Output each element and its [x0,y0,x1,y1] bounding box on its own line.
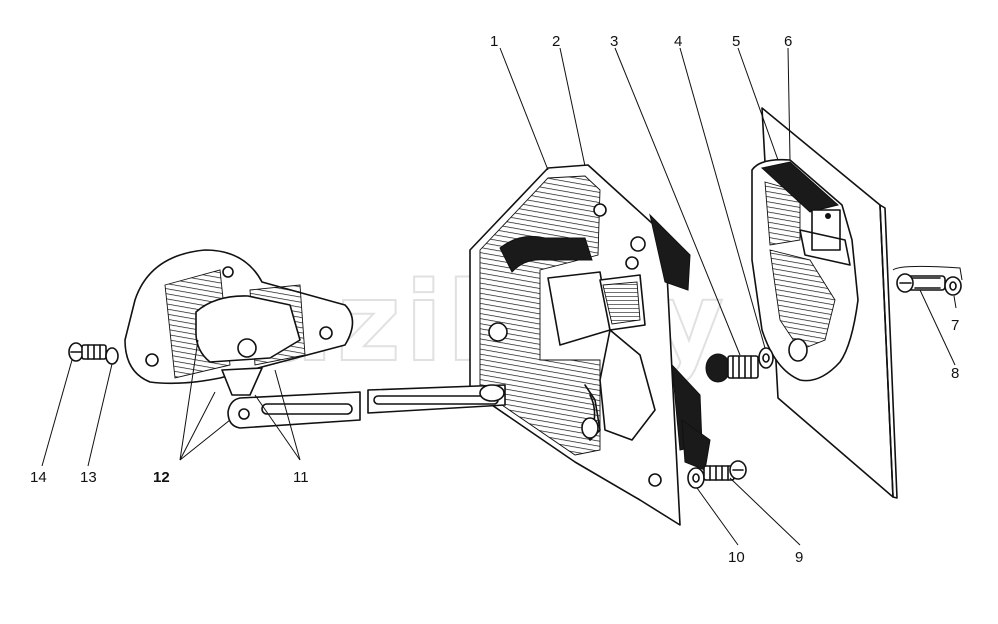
callout-9: 9 [795,549,803,566]
inside-handle-bracket [124,249,354,396]
callout-14: 14 [30,469,47,486]
callout-4: 4 [674,33,682,50]
callout-3: 3 [610,33,618,50]
screw-9-10 [687,460,747,489]
callout-13: 13 [80,469,97,486]
callout-2: 2 [552,33,560,50]
callout-7: 7 [951,317,959,334]
callout-10: 10 [728,549,745,566]
connecting-rod [227,384,506,429]
screw-14-13 [68,342,119,365]
callout-6: 6 [784,33,792,50]
leader-lines [41,47,957,546]
callout-12: 12 [153,469,170,486]
callout-5: 5 [732,33,740,50]
callout-1: 1 [490,33,498,50]
screw-7-8 [892,265,963,296]
lock-body [469,164,711,526]
striker-housing [751,158,859,382]
callout-8: 8 [951,365,959,382]
callout-labels: 1 2 3 4 5 6 7 8 9 10 11 12 13 14 [30,33,959,566]
callout-11: 11 [293,469,309,486]
bolt-3 [705,347,774,383]
